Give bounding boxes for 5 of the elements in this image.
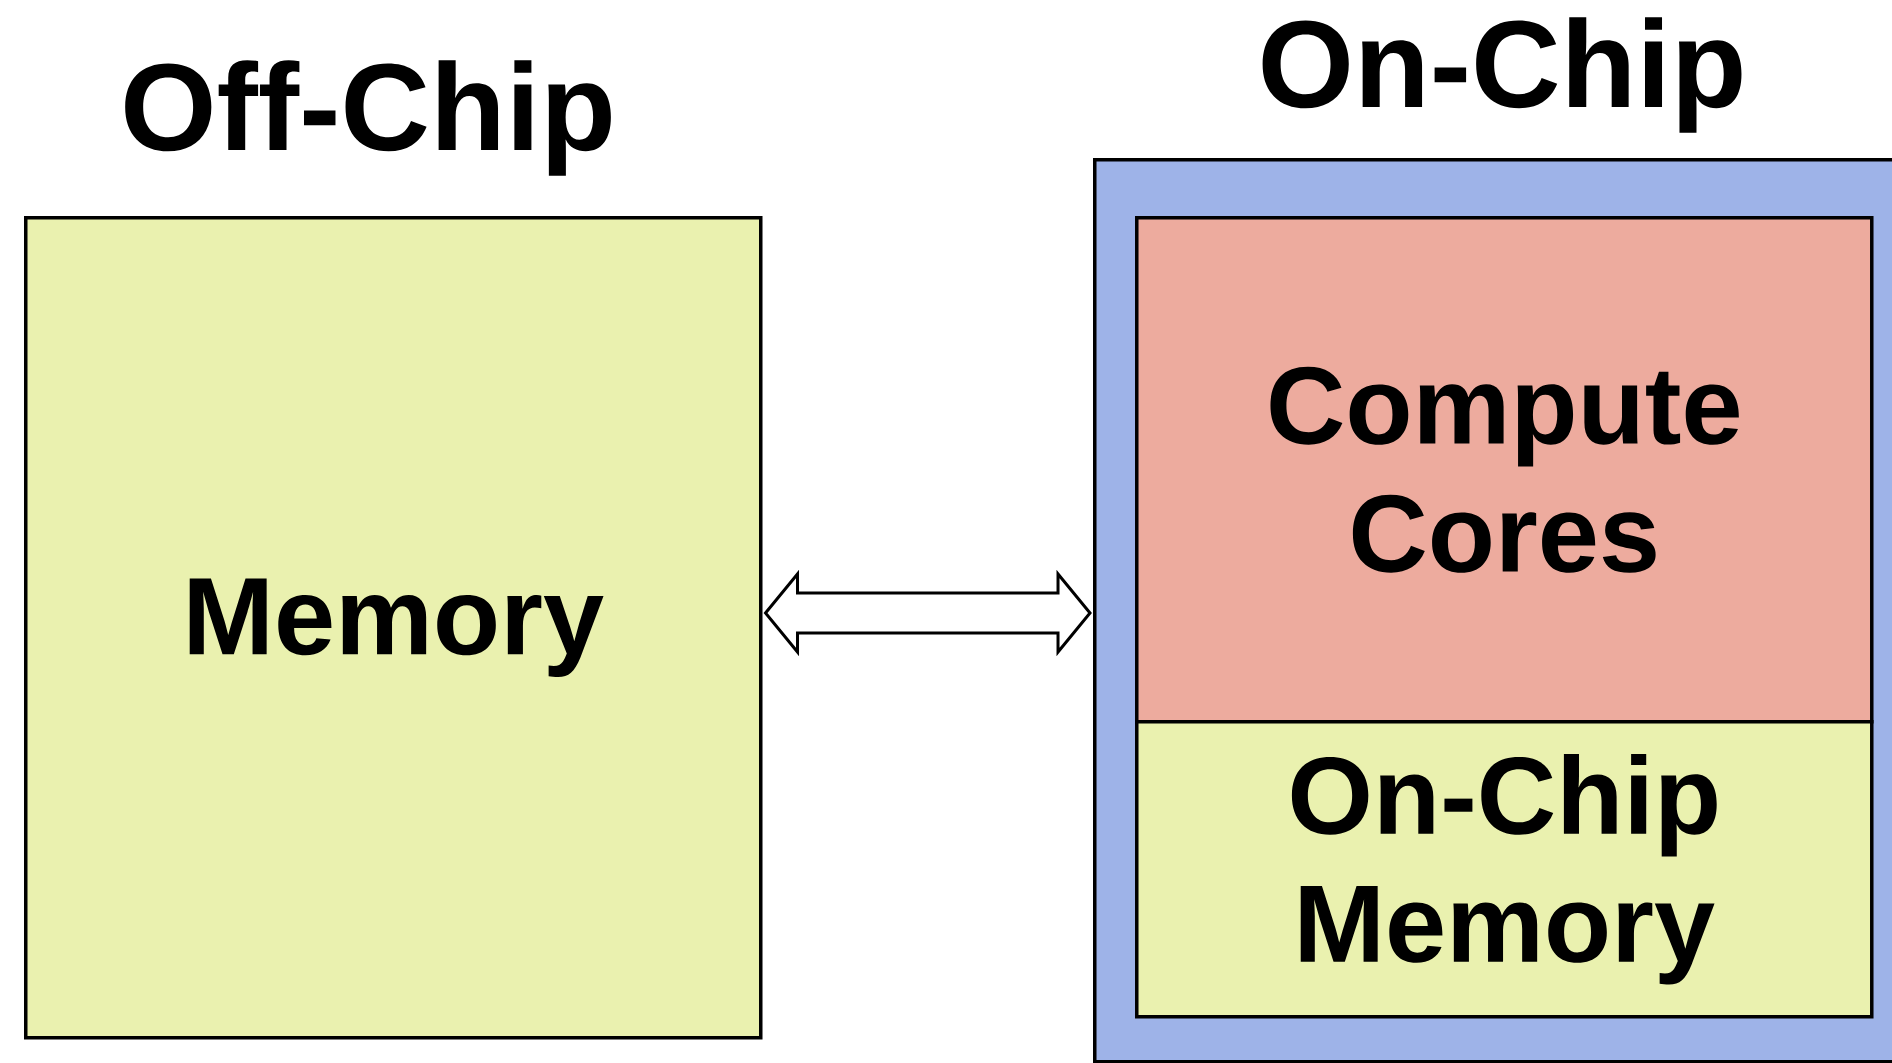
compute-box: Compute Cores [1135,216,1874,724]
heading: Off-Chip [125,60,611,176]
memory-box: Memory [24,216,763,1040]
heading: On-Chip [1262,17,1742,133]
memory-box: On-Chip Memory [1135,720,1874,1019]
